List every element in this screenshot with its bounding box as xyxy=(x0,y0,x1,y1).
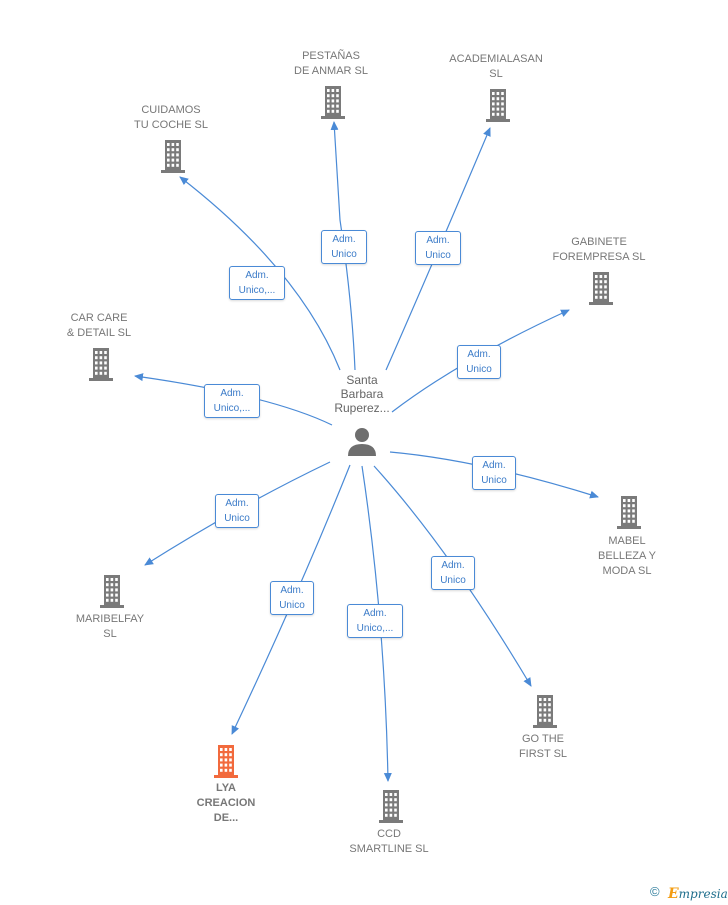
company-label-lya[interactable]: LYA CREACION DE... xyxy=(196,782,256,824)
building-icon-carcare[interactable] xyxy=(89,348,113,381)
company-label-academialasan[interactable]: ACADEMIALASAN SL xyxy=(449,53,543,80)
brand-rest: mpresia xyxy=(678,887,728,901)
company-label-maribelfay[interactable]: MARIBELFAY SL xyxy=(75,613,145,640)
building-icon-cuidamos[interactable] xyxy=(161,140,185,173)
building-icon-lya[interactable] xyxy=(214,745,238,778)
role-badge-mabel[interactable]: Adm. Unico xyxy=(472,456,516,490)
empresia-logo[interactable]: Empresia xyxy=(668,886,728,902)
brand-first-letter: E xyxy=(668,886,679,902)
role-badge-carcare[interactable]: Adm. Unico,... xyxy=(204,384,260,418)
role-badge-ccd[interactable]: Adm. Unico,... xyxy=(347,604,403,638)
copyright-symbol: © xyxy=(650,884,660,899)
role-badge-gothefirst[interactable]: Adm. Unico xyxy=(431,556,475,590)
role-badge-gabinete[interactable]: Adm. Unico xyxy=(457,345,501,379)
building-icon-gabinete[interactable] xyxy=(589,272,613,305)
buildings-layer xyxy=(89,86,641,823)
role-badge-maribelfay[interactable]: Adm. Unico xyxy=(215,494,259,528)
building-icon-ccd[interactable] xyxy=(379,790,403,823)
role-badge-academialasan[interactable]: Adm. Unico xyxy=(415,231,461,265)
building-icon-pestanas[interactable] xyxy=(321,86,345,119)
company-label-gabinete[interactable]: GABINETE FOREMPRESA SL xyxy=(552,236,646,263)
company-label-pestanas[interactable]: PESTAÑAS DE ANMAR SL xyxy=(294,50,368,77)
building-icon-academialasan[interactable] xyxy=(486,89,510,122)
edge-pestanas xyxy=(330,121,356,371)
person-icon[interactable] xyxy=(348,428,376,456)
building-icon-gothefirst[interactable] xyxy=(533,695,557,728)
role-badge-lya[interactable]: Adm. Unico xyxy=(270,581,314,615)
center-person-label[interactable]: Santa Barbara Ruperez... xyxy=(334,373,390,415)
building-icon-maribelfay[interactable] xyxy=(100,575,124,608)
company-label-cuidamos[interactable]: CUIDAMOS TU COCHE SL xyxy=(134,104,208,131)
company-label-gothefirst[interactable]: GO THE FIRST SL xyxy=(518,733,568,760)
building-icon-mabel[interactable] xyxy=(617,496,641,529)
role-badge-pestanas[interactable]: Adm. Unico xyxy=(321,230,367,264)
company-label-ccd[interactable]: CCD SMARTLINE SL xyxy=(349,828,429,855)
company-label-mabel[interactable]: MABEL BELLEZA Y MODA SL xyxy=(598,535,656,577)
role-badge-cuidamos[interactable]: Adm. Unico,... xyxy=(229,266,285,300)
company-label-carcare[interactable]: CAR CARE & DETAIL SL xyxy=(66,312,132,339)
